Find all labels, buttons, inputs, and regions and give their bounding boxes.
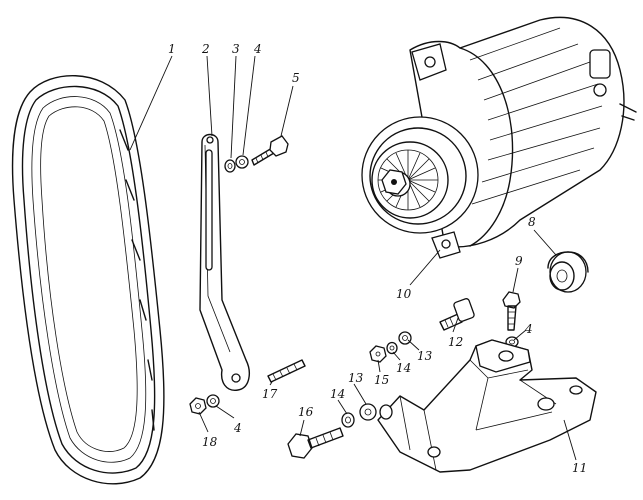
small-nuts-and-washers xyxy=(369,331,519,363)
callout-15: 15 xyxy=(374,373,389,387)
callout-17: 17 xyxy=(262,387,278,401)
callout-8: 8 xyxy=(528,215,536,229)
callout-10: 10 xyxy=(396,287,412,301)
callout-4c: 4 xyxy=(233,421,242,435)
spacer-sleeve xyxy=(547,251,589,293)
callout-3: 3 xyxy=(232,42,240,56)
adjuster-bolt xyxy=(251,135,289,166)
callout-12: 12 xyxy=(448,335,463,349)
callout-13b: 13 xyxy=(348,371,364,385)
callout-9: 9 xyxy=(515,254,523,268)
callout-18: 18 xyxy=(202,435,218,449)
stud xyxy=(267,359,306,383)
callout-2: 2 xyxy=(201,42,210,56)
callout-numbers: 1 2 3 4 5 8 9 10 12 4 13 14 15 17 16 14 … xyxy=(168,42,587,475)
callout-4: 4 xyxy=(253,42,262,56)
callout-4b: 4 xyxy=(524,322,533,336)
callout-14b: 14 xyxy=(330,387,345,401)
alternator-bracket xyxy=(377,339,597,473)
nut-and-washer-lower-left xyxy=(189,394,220,415)
mounting-bolt xyxy=(287,427,344,459)
v-belt xyxy=(11,75,165,485)
callout-1: 1 xyxy=(168,42,176,56)
callout-11: 11 xyxy=(572,461,587,475)
callout-5: 5 xyxy=(292,71,300,85)
mounting-washers xyxy=(341,403,377,428)
bracket-bolt xyxy=(502,291,521,331)
adjuster-washers xyxy=(224,155,249,173)
alternator xyxy=(361,16,637,259)
callout-14a: 14 xyxy=(396,361,411,375)
callout-13a: 13 xyxy=(417,349,433,363)
callout-16: 16 xyxy=(298,405,314,419)
leader-lines xyxy=(129,55,577,461)
pivot-bolt xyxy=(439,298,475,331)
tension-bar xyxy=(199,133,250,391)
